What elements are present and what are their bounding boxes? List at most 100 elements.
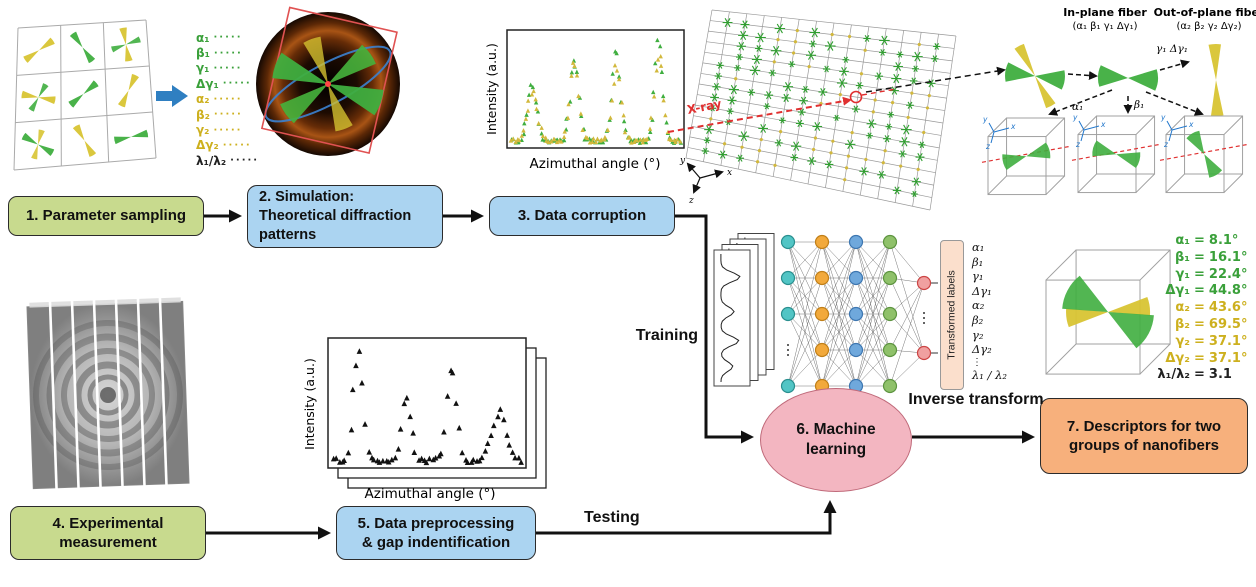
descriptor-result-row: β₂=69.5° (1175, 316, 1248, 332)
step7-line2: groups of nanofibers (1069, 437, 1219, 454)
training-edge-label: Training (635, 327, 698, 344)
experimental-stack-illustration (26, 297, 190, 492)
mesh-to-fiber-arrow (865, 66, 1006, 93)
svg-text:z: z (985, 142, 991, 151)
beam-spot (849, 90, 863, 104)
parameter-item: α₂····· (196, 92, 243, 107)
step7-descriptors: 7. Descriptors for two groups of nanofib… (1040, 398, 1248, 474)
transformed-label: β₂ (972, 312, 984, 327)
input-profile-stack (713, 233, 775, 387)
transformed-labels-title: Transformed labels (946, 270, 959, 360)
step6-line1: 6. Machine (796, 420, 876, 438)
chart-points (508, 37, 684, 145)
outplane-fiber-params: (α₂ β₂ γ₂ Δγ₂) (1176, 21, 1241, 32)
svg-text:x: x (1188, 120, 1194, 129)
step3-data-corruption: 3. Data corruption (489, 196, 675, 236)
svg-text:x: x (1100, 120, 1106, 129)
parameter-item: Δγ₁····· (196, 76, 252, 91)
parameter-item: β₁····· (196, 46, 243, 61)
x-axis-label: Azimuthal angle (°) (530, 156, 661, 172)
step2-line1: 2. Simulation: (259, 189, 355, 206)
step1-parameter-sampling: 1. Parameter sampling (8, 196, 204, 236)
descriptor-results: α₁=8.1°β₁=16.1°γ₁=22.4°Δγ₁=44.8°α₂=43.6°… (1146, 233, 1247, 384)
step4-line1: 4. Experimental (52, 514, 164, 532)
transformed-label: ⋮ (972, 356, 982, 368)
step2-simulation: 2. Simulation: Theoretical diffraction p… (247, 185, 443, 248)
inplane-fiber-title: In-plane fiber (1063, 6, 1147, 19)
parameter-item: γ₂····· (196, 123, 243, 138)
svg-text:y: y (982, 115, 988, 124)
descriptor-result-row: α₂=43.6° (1175, 300, 1248, 316)
network-links (787, 241, 938, 387)
parameter-item: Δγ₂····· (196, 138, 252, 153)
axis-y-label: y (679, 156, 686, 166)
step2-line2: Theoretical diffraction (259, 208, 412, 225)
descriptor-result-row: γ₁=22.4° (1175, 266, 1248, 282)
transformed-label: α₂ (972, 298, 985, 313)
transformed-label: γ₂ (972, 327, 984, 342)
sampling-arrow-icon (156, 85, 188, 107)
svg-text:x: x (1010, 122, 1016, 131)
network-nodes (780, 234, 932, 394)
transformed-label: λ₁ / λ₂ (972, 367, 1007, 382)
axis-z-label: z (688, 196, 694, 206)
descriptor-result-row: α₁=8.1° (1175, 233, 1239, 248)
chart-frame (327, 337, 527, 469)
arrow-5-6-testing (536, 500, 837, 535)
mesh-axes (686, 162, 724, 194)
step2-line3: patterns (259, 226, 317, 243)
y-axis-label: Intensity (a.u.) (302, 358, 317, 450)
diffraction-image-stack (26, 297, 190, 492)
inplane-fiber-params: (α₁ β₁ γ₁ Δγ₁) (1072, 21, 1137, 32)
xray-label: X-ray (686, 97, 723, 117)
fiber-decomposition-arrows (1048, 59, 1204, 116)
descriptor-result-row: γ₂=37.1° (1175, 333, 1248, 349)
x-axis-label: Azimuthal angle (°) (365, 486, 496, 502)
svg-text:z: z (1163, 140, 1169, 149)
svg-text:z: z (1075, 140, 1081, 149)
transformed-label: Δγ₂ (972, 342, 992, 357)
sample-grid (13, 19, 157, 171)
simulated-profile-chart: Intensity (a.u.) Azimuthal angle (°) (484, 29, 685, 172)
transformed-label: γ₁ (972, 269, 984, 284)
parameter-item: λ₁/λ₂····· (196, 153, 260, 168)
xray-beam (667, 96, 852, 133)
descriptor-result-row: β₁=16.1° (1175, 249, 1248, 265)
transformed-label: β₁ (972, 254, 984, 269)
parameter-item: β₂····· (196, 107, 243, 122)
rotation-alpha-label: α₁ (1072, 101, 1083, 113)
transformed-label: α₁ (972, 240, 985, 254)
svg-text:y: y (1160, 113, 1166, 122)
scattering-geometry-illustration: X-ray x y z In-plane fiber (α₁ β₁ γ₁ Δγ₁… (667, 6, 1256, 211)
parameter-item: γ₁····· (196, 61, 243, 76)
fiber-cones (272, 36, 384, 132)
result-cube-illustration (1045, 249, 1171, 375)
step6-line2: learning (805, 441, 867, 458)
parameter-item: α₁····· (196, 30, 243, 45)
xray-beam-exit (861, 88, 897, 96)
transformed-label: Δγ₁ (972, 283, 992, 298)
fiber-mesh-plane (685, 9, 957, 211)
experimental-profile-chart: Intensity (a.u.) Azimuthal angle (°) (302, 337, 547, 502)
axis-x-label: x (727, 168, 732, 178)
beam-center-dot (325, 81, 331, 87)
fiber-shapes (1005, 43, 1224, 116)
svg-text:y: y (1072, 113, 1078, 122)
parameter-grid-illustration (13, 19, 157, 171)
chart-points (330, 348, 524, 466)
step1-label: 1. Parameter sampling (25, 207, 187, 225)
result-cube (1045, 249, 1171, 375)
rotation-gamma-label: γ₁ Δγ₁ (1156, 43, 1188, 55)
step5-data-preprocessing: 5. Data preprocessing & gap indentificat… (336, 506, 536, 560)
testing-edge-label: Testing (584, 509, 640, 526)
y-axis-label: Intensity (a.u.) (484, 43, 499, 135)
parameter-list: α₁·····β₁·····γ₁·····Δγ₁·····α₂·····β₂··… (196, 30, 259, 169)
arrow-3-6-training (675, 214, 754, 444)
step7-line1: 7. Descriptors for two (1066, 417, 1222, 435)
step3-label: 3. Data corruption (517, 207, 647, 225)
descriptor-result-row: Δγ₂=37.1° (1165, 350, 1248, 366)
rotation-beta-label: β₁ (1133, 99, 1144, 111)
